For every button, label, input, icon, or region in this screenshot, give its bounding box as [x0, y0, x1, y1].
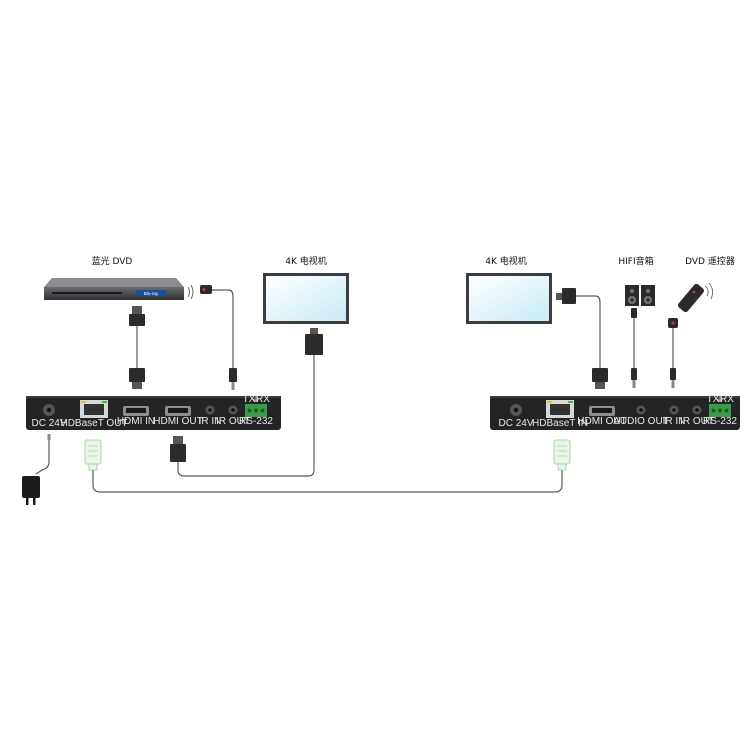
remote-label: DVD 遥控器 — [685, 257, 735, 267]
rx-audio-out-label: AUDIO OUT — [613, 416, 669, 427]
ir-out-plug — [229, 368, 237, 390]
ir-emitter-cable — [212, 289, 234, 368]
hdmi-out-plug-tx — [170, 436, 186, 462]
power-adapter — [22, 434, 51, 505]
tv-right-hdmi-plug — [556, 288, 608, 389]
ethernet-plug-rx — [553, 439, 571, 471]
tx-rx-label: RX — [256, 394, 270, 405]
bluray-hdmi-plug — [129, 306, 145, 389]
dvd-remote — [677, 282, 713, 313]
tv-left-label: 4K 电视机 — [285, 257, 327, 267]
tx-ir-out-label: IR OUT — [216, 416, 250, 427]
rx-hdbaset-label: HDBaseT IN — [532, 418, 588, 429]
tv-left-hdmi-cable — [177, 355, 315, 477]
rx-ir-in-label: IR IN — [663, 416, 686, 427]
ethernet-plug-tx — [84, 439, 102, 471]
rx-ir-out-label: IR OUT — [680, 416, 714, 427]
hifi-label: HIFI音箱 — [618, 257, 654, 267]
bluray-logo-text: Blu-ray — [144, 291, 159, 296]
hdbaset-cable — [92, 470, 563, 493]
svg-text:⏚: ⏚ — [251, 393, 261, 405]
receiver: DC 24V HDBaseT IN HDMI OUT AUDIO OUT IR … — [490, 393, 740, 430]
tv-right — [466, 273, 552, 324]
rx-rx-label: RX — [720, 394, 734, 405]
power-adapter-icon — [22, 476, 40, 498]
tx-hdmi-in-label: HDMI IN — [117, 416, 155, 427]
bluray-label: 蓝光 DVD — [91, 257, 133, 267]
svg-text:⏚: ⏚ — [715, 393, 725, 405]
tx-ir-in-label: IR IN — [199, 416, 222, 427]
rx-rs232-label: RS-232 — [703, 416, 737, 427]
ir-receiver — [668, 318, 678, 388]
tx-hdmi-out-label: HDMI OUT — [153, 416, 202, 427]
tx-tx-label: TX — [243, 394, 256, 405]
tx-rs232-label: RS-232 — [239, 416, 273, 427]
tx-hdbaset-label: HDBaseT OUT — [60, 418, 127, 429]
bluray-logo — [136, 290, 166, 296]
tv-left — [263, 273, 349, 324]
ir-emitter — [200, 285, 212, 294]
transmitter: DC 24V HDBaseT OUT HDMI IN HDMI OUT IR I… — [26, 393, 281, 430]
tv-right-hdmi-cable — [576, 295, 601, 368]
rx-tx-label: TX — [707, 394, 720, 405]
bluray-player: Blu-ray — [44, 278, 194, 300]
cables — [35, 289, 674, 493]
tx-dc-label: DC 24V — [31, 418, 66, 429]
power-cable — [35, 440, 50, 475]
tv-left-hdmi-plug — [305, 328, 323, 355]
rx-dc-label: DC 24V — [498, 418, 533, 429]
rx-hdmi-out-label: HDMI OUT — [577, 416, 626, 427]
hifi-speakers — [625, 285, 655, 388]
tv-right-label: 4K 电视机 — [485, 257, 527, 267]
